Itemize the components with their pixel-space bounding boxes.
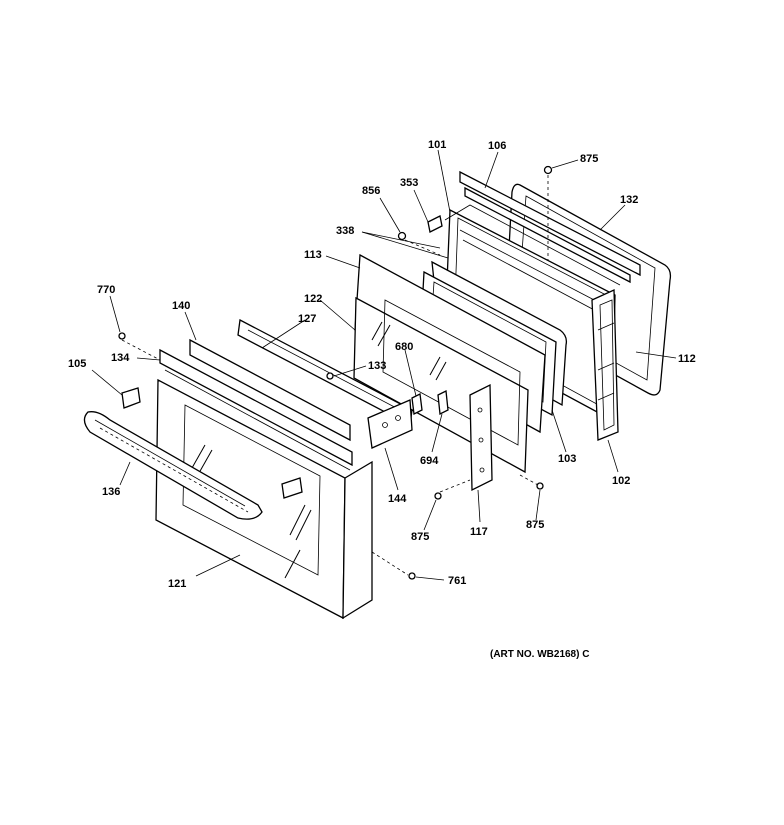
label-761: 761	[448, 575, 466, 587]
part-labels: 101 106 875 132 856 353 338 113 770 140 …	[68, 139, 696, 590]
label-353: 353	[400, 177, 418, 189]
label-112: 112	[678, 353, 696, 365]
label-122: 122	[304, 293, 322, 305]
label-134: 134	[111, 352, 130, 364]
label-680: 680	[395, 341, 413, 353]
part-105-end-cap	[121, 387, 303, 499]
part-144-bracket	[367, 399, 413, 449]
label-102: 102	[612, 475, 630, 487]
label-127: 127	[298, 313, 316, 325]
label-856: 856	[362, 185, 380, 197]
art-number: (ART NO. WB2168) C	[490, 649, 589, 660]
part-353-clip	[427, 215, 443, 233]
label-694: 694	[420, 455, 439, 467]
label-132: 132	[620, 194, 638, 206]
label-133: 133	[368, 360, 386, 372]
label-144: 144	[388, 493, 407, 505]
part-140-front-frame	[159, 338, 353, 471]
label-136: 136	[102, 486, 120, 498]
part-680-spacer	[411, 393, 423, 415]
part-117-hinge-strip	[469, 383, 493, 492]
part-121-outer-door	[155, 378, 373, 620]
part-106-top-trim	[459, 170, 641, 284]
label-105: 105	[68, 358, 86, 370]
screw-icons	[118, 165, 553, 580]
label-875: 875	[411, 531, 429, 543]
label-875: 875	[580, 153, 598, 165]
part-102-side-bracket	[591, 289, 619, 441]
label-101: 101	[428, 139, 446, 151]
label-875: 875	[526, 519, 544, 531]
part-694-spacer	[437, 389, 449, 416]
label-338: 338	[336, 225, 354, 237]
label-103: 103	[558, 453, 576, 465]
label-113: 113	[304, 249, 322, 261]
assembly-lines	[121, 175, 549, 576]
label-770: 770	[97, 284, 115, 296]
leader-lines	[91, 149, 677, 581]
part-136-door-handle	[83, 411, 263, 520]
label-140: 140	[172, 300, 190, 312]
label-121: 121	[168, 578, 186, 590]
label-106: 106	[488, 140, 506, 152]
label-117: 117	[470, 526, 488, 538]
